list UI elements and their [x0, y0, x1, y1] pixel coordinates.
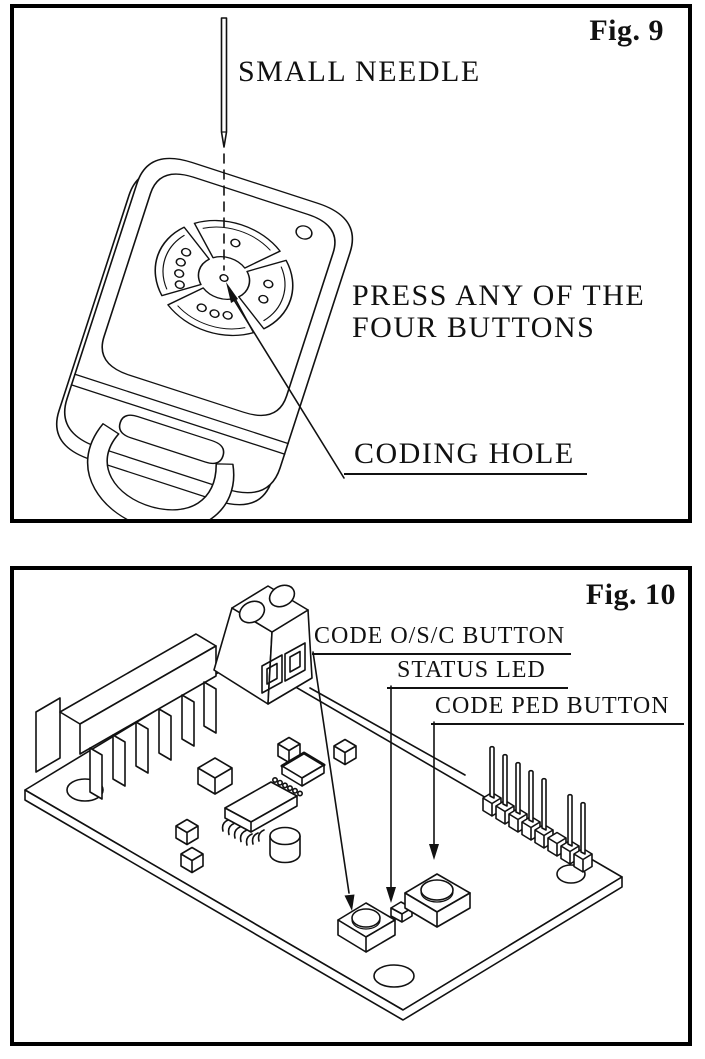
status-led-label: STATUS LED	[387, 657, 568, 689]
ped-arrowhead	[429, 844, 439, 860]
code-ped-button-drawing	[404, 873, 471, 928]
button-dots	[173, 238, 274, 320]
header-pins	[489, 745, 586, 855]
smd-cube	[333, 738, 357, 766]
coding-hole-leader	[226, 282, 345, 479]
fig9-drawing	[55, 17, 354, 519]
remote-parting-lines	[70, 373, 289, 455]
terminal-screw-2	[268, 584, 296, 608]
smd-cube	[175, 818, 199, 846]
press-any-label: PRESS ANY OF THE FOUR BUTTONS	[352, 279, 705, 345]
code-ped-button-label: CODE PED BUTTON	[431, 693, 684, 725]
small-needle	[220, 17, 228, 148]
figure-10-panel: Fig. 10 CODE O/S/C BUTTON STATUS LED COD…	[10, 566, 692, 1046]
osc-arrowhead	[344, 894, 355, 911]
pcb-edge-thickness	[24, 789, 623, 1021]
antenna-wire	[309, 687, 466, 776]
fig10-caption: Fig. 10	[585, 578, 676, 611]
mounting-hole-bottom	[373, 964, 415, 988]
press-any-line1: PRESS ANY OF THE	[352, 279, 646, 312]
button-right	[238, 259, 294, 330]
keyring-loop	[86, 423, 235, 519]
figure-9-panel: Fig. 9 SMALL NEEDLE PRESS ANY OF THE FOU…	[10, 4, 692, 523]
pin-header	[482, 745, 593, 873]
led-hole	[295, 225, 313, 240]
code-osc-button-drawing	[337, 902, 396, 953]
code-osc-button-label: CODE O/S/C BUTTON	[312, 623, 572, 655]
four-button-pad	[154, 219, 294, 337]
terminal-block	[213, 584, 313, 705]
component-box	[197, 757, 233, 795]
keyring-slot	[118, 414, 225, 465]
smd-cube	[180, 846, 204, 874]
terminal-window-2	[284, 642, 306, 682]
press-any-line2: FOUR BUTTONS	[352, 311, 596, 345]
coding-hole-label: CODING HOLE	[344, 437, 587, 476]
status-arrowhead	[386, 887, 396, 903]
terminal-window-1	[261, 654, 283, 694]
smd-components	[175, 736, 357, 874]
ic-chip	[221, 777, 303, 846]
osc-leader-line	[312, 651, 350, 894]
capacitor	[269, 826, 301, 864]
header-bases	[482, 791, 593, 873]
remote-transmitter	[63, 157, 354, 519]
heatsink	[35, 633, 217, 800]
remote-face-plate	[101, 173, 336, 417]
coding-hole	[219, 274, 229, 282]
terminal-screw-1	[238, 600, 266, 624]
fig9-caption: Fig. 9	[589, 14, 664, 47]
fig10-drawing	[24, 584, 623, 1021]
small-needle-label: SMALL NEEDLE	[238, 55, 481, 88]
flat-chip	[280, 751, 326, 787]
leader-arrows	[312, 651, 439, 911]
